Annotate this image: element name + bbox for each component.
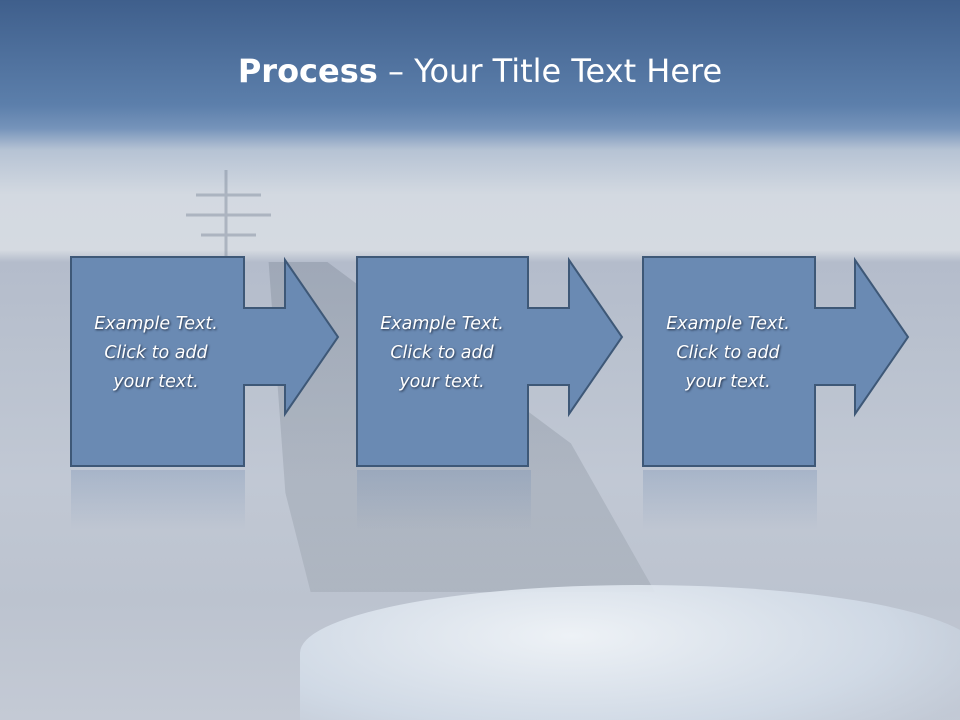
step-text: Example Text. Click to add your text. bbox=[642, 310, 814, 397]
process-step-2[interactable]: Example Text. Click to add your text. bbox=[356, 256, 696, 468]
step-text-line-3: your text. bbox=[685, 372, 771, 392]
slide-title[interactable]: Process – Your Title Text Here bbox=[0, 52, 960, 90]
step-text: Example Text. Click to add your text. bbox=[356, 310, 528, 397]
step-text: Example Text. Click to add your text. bbox=[70, 310, 242, 397]
step-text-line-3: your text. bbox=[399, 372, 485, 392]
step-1-reflection bbox=[71, 470, 245, 530]
title-rest-text: – Your Title Text Here bbox=[377, 52, 723, 90]
title-bold-text: Process bbox=[237, 52, 378, 90]
step-arrow-shape bbox=[642, 256, 910, 467]
step-arrow-shape bbox=[356, 256, 624, 467]
step-text-line-2: Click to add bbox=[676, 343, 780, 363]
step-text-line-2: Click to add bbox=[390, 343, 494, 363]
ocean-wake-background bbox=[300, 585, 960, 720]
step-text-line-1: Example Text. bbox=[94, 314, 218, 334]
process-step-1[interactable]: Example Text. Click to add your text. bbox=[70, 256, 410, 468]
process-step-3[interactable]: Example Text. Click to add your text. bbox=[642, 256, 960, 468]
step-text-line-3: your text. bbox=[113, 372, 199, 392]
step-text-line-1: Example Text. bbox=[380, 314, 504, 334]
step-text-line-1: Example Text. bbox=[666, 314, 790, 334]
step-3-reflection bbox=[643, 470, 817, 530]
ship-mast-background bbox=[186, 170, 276, 265]
step-2-reflection bbox=[357, 470, 531, 530]
step-arrow-shape bbox=[70, 256, 340, 467]
step-text-line-2: Click to add bbox=[104, 343, 208, 363]
